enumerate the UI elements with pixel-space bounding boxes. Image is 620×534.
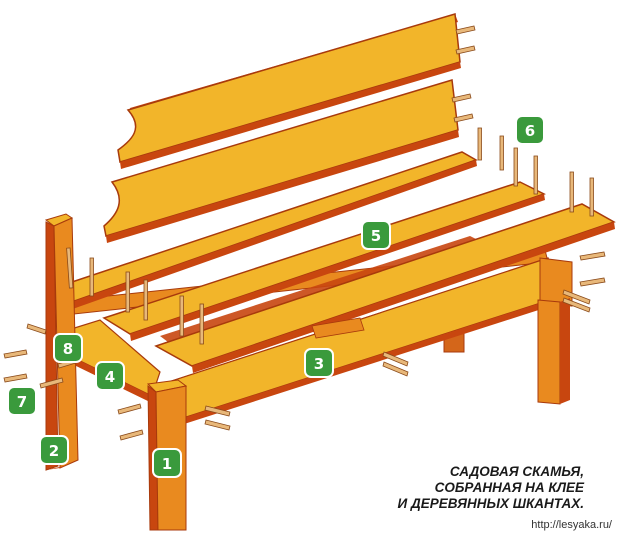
caption-line-2: СОБРАННАЯ НА КЛЕЕ [435,480,585,495]
caption-line-3: И ДЕРЕВЯННЫХ ШКАНТАХ. [398,496,584,511]
part-label-5: 5 [361,220,391,250]
svg-text:2: 2 [49,442,59,460]
diagram-caption: САДОВАЯ СКАМЬЯ, СОБРАННАЯ НА КЛЕЕ И ДЕРЕ… [398,464,585,511]
backrest-upper-board [117,13,461,169]
part-label-4: 4 [95,361,125,391]
part-label-1: 1 [152,448,182,478]
seat-board-front [154,203,616,373]
svg-text:7: 7 [17,393,27,411]
part-label-3: 3 [304,348,334,378]
watermark: http://lesyaka.ru/ [531,519,613,531]
svg-text:6: 6 [525,122,535,140]
right-side-frame [537,257,573,405]
part-label-6: 6 [515,115,545,145]
part-label-7: 7 [7,386,37,416]
svg-text:5: 5 [371,227,381,245]
svg-text:1: 1 [162,455,172,473]
part-label-2: 2 [39,435,69,465]
backrest-lower-board [103,79,459,243]
svg-text:3: 3 [314,355,324,373]
caption-line-1: САДОВАЯ СКАМЬЯ, [450,464,584,479]
svg-text:8: 8 [63,340,73,358]
backrest-dowels [451,25,476,123]
part-label-8: 8 [53,333,83,363]
dowels [3,127,606,441]
svg-text:4: 4 [105,368,115,386]
